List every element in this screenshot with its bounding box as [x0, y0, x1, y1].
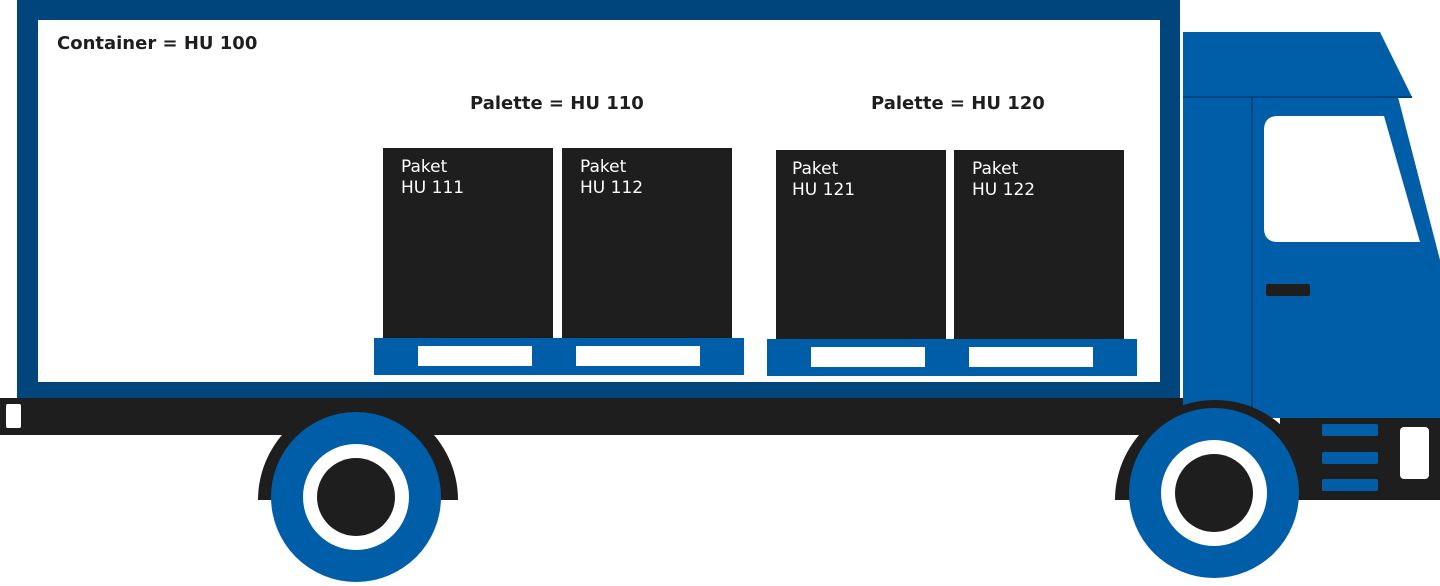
package-label: Paket HU 112 — [580, 157, 643, 199]
package-type: Paket — [972, 159, 1019, 179]
rear-wheel — [271, 412, 441, 582]
pallet-slot — [969, 347, 1093, 367]
package-hu-112 — [562, 148, 732, 338]
package-id: HU 122 — [972, 180, 1036, 200]
pallet-label: Palette = HU 110 — [470, 93, 644, 114]
package-type: Paket — [401, 157, 448, 177]
door-handle — [1266, 284, 1310, 296]
package-id: HU 121 — [792, 180, 856, 200]
package-hu-121 — [776, 150, 946, 340]
chassis-beam — [0, 398, 1250, 435]
cab-roof — [1183, 32, 1412, 97]
package-label: Paket HU 111 — [401, 157, 464, 199]
pallet-hu-110 — [374, 148, 744, 375]
pallet-slot — [811, 347, 925, 367]
pallet-slot — [418, 346, 532, 366]
package-id: HU 111 — [401, 178, 465, 198]
pallet-hu-120 — [767, 150, 1137, 376]
package-label: Paket HU 122 — [972, 159, 1035, 201]
cab-window — [1264, 116, 1420, 242]
package-hu-111 — [383, 148, 553, 338]
pallet-label: Palette = HU 120 — [871, 93, 1045, 114]
front-wheel — [1129, 408, 1299, 578]
package-id: HU 112 — [580, 178, 644, 198]
package-type: Paket — [792, 159, 839, 179]
package-type: Paket — [580, 157, 627, 177]
rear-light — [6, 404, 21, 428]
container-label: Container = HU 100 — [57, 33, 258, 54]
grille-slat — [1322, 479, 1378, 491]
grille-slat — [1322, 424, 1378, 436]
package-label: Paket HU 121 — [792, 159, 855, 201]
grille-slat — [1322, 452, 1378, 464]
package-hu-122 — [954, 150, 1124, 340]
pallet-slot — [576, 346, 700, 366]
headlight — [1400, 427, 1429, 479]
